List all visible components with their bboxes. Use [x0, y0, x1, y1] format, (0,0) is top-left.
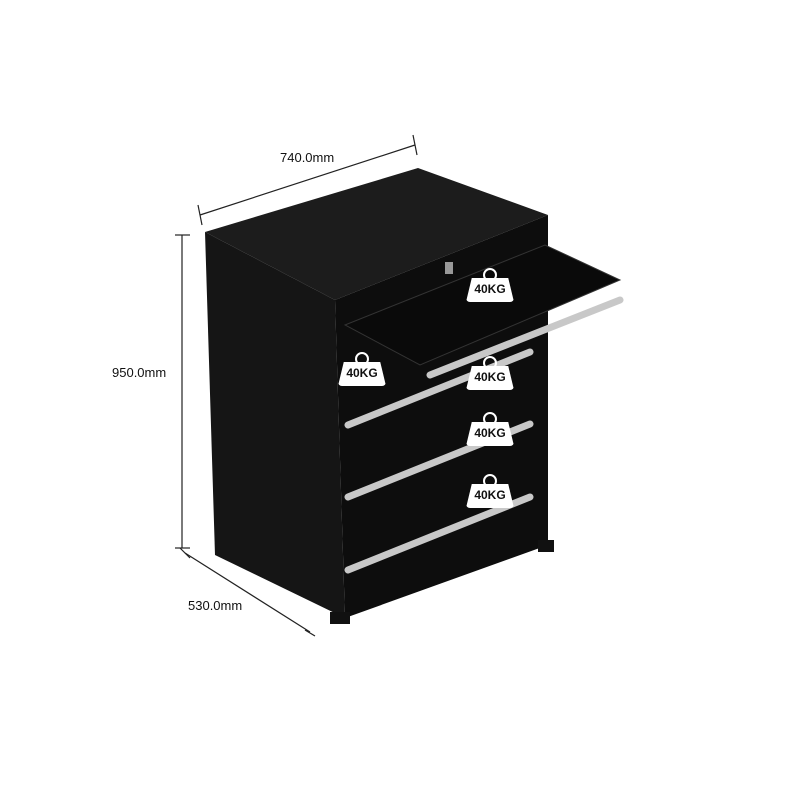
lock: [445, 262, 453, 274]
weight-icon: 40KG: [466, 474, 514, 508]
cabinet-top: [205, 168, 548, 300]
foot: [330, 612, 350, 624]
drawer-handle[interactable]: [344, 348, 534, 429]
weight-icon: 40KG: [466, 412, 514, 446]
dimension-lines: [175, 134, 418, 637]
cabinet-side: [205, 232, 345, 618]
weight-icon: 40KG: [466, 356, 514, 390]
foot: [538, 540, 554, 552]
drawer-handle[interactable]: [426, 296, 624, 379]
drawer-handle[interactable]: [344, 493, 534, 574]
width-dimension: 740.0mm: [280, 150, 335, 165]
depth-dimension: 530.0mm: [188, 598, 243, 613]
weight-icon: 40KG: [338, 352, 386, 386]
weight-icon: 40KG: [466, 268, 514, 302]
open-drawer: [343, 244, 622, 366]
height-dimension: 950.0mm: [112, 365, 167, 380]
